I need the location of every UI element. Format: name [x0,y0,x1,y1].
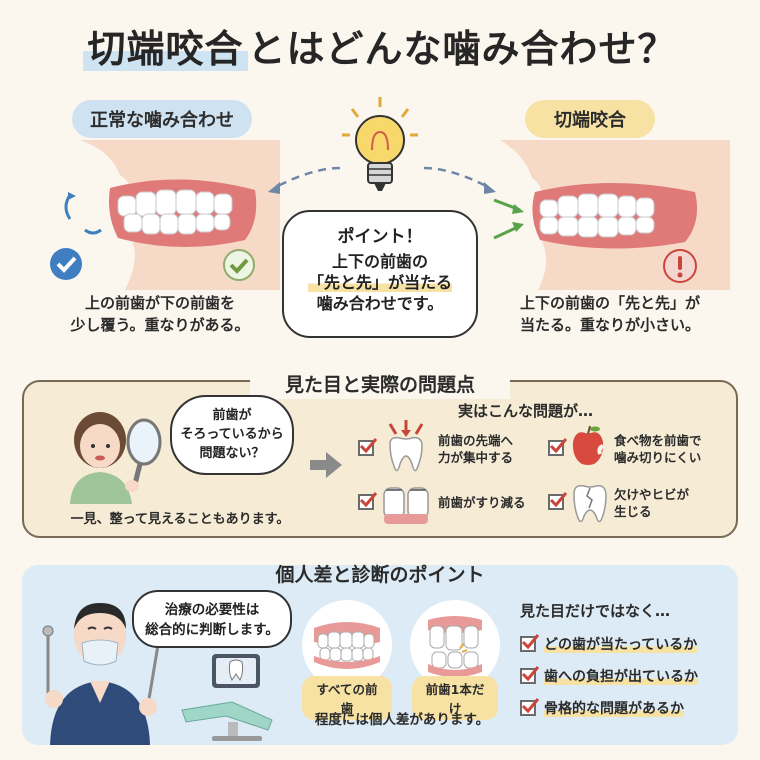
problem-1-line-1: 前歯の先端へ [438,433,514,448]
degree-note: 程度には個人差があります。 [314,712,490,728]
problems-caption: 一見、整って見えることもあります。 [70,512,290,527]
problem-check-4 [548,492,568,510]
problem-4-line-2: 生じる [614,504,652,519]
edge-caption: 上下の前歯の「先と先」が 当たる。重なりが小さい。 [490,292,730,336]
cracked-tooth-icon [573,484,607,523]
speech-line-1: 治療の必要性は [164,602,260,618]
woman-mirror-illustration [70,412,162,504]
check-circle-icon-green [223,249,255,281]
problem-item-2: 食べ物を前歯で 噛み切りにくい [614,432,730,466]
check-circle-icon-blue [50,248,82,280]
one-front-tooth-illustration [410,600,500,690]
worn-teeth-icon [383,487,429,524]
edge-caption-line-1: 上下の前歯の「先と先」が [519,294,700,312]
dashed-arrows [268,166,496,194]
diagnosis-item-1: どの歯が当たっているか [544,634,698,654]
diagnosis-list-heading: 見た目だけではなく… [520,602,671,620]
problem-1-line-2: 力が集中する [438,450,514,465]
all-front-teeth-illustration [302,600,392,690]
diagnosis-item-3: 骨格的な問題があるか [544,698,684,718]
diagnosis-item-2-text: 歯への負担が出ているか [544,669,698,685]
problem-item-4: 欠けやヒビが 生じる [614,486,730,520]
problem-4-line-1: 欠けやヒビが [614,487,690,502]
problems-heading: 見た目と実際の問題点 [250,368,510,399]
dental-chair-illustration [181,654,273,741]
point-bubble: ポイント！ 上下の前歯の 「先と先」が当たる 噛み合わせです。 [282,210,478,338]
edge-label: 切端咬合 [525,100,655,138]
diagnosis-check-2 [520,666,540,684]
tag-one-front-tooth: 前歯1本だけ [412,676,498,720]
diagnosis-check-1 [520,634,540,652]
problem-2-line-2: 噛み切りにくい [614,450,702,465]
point-line-1: 上下の前歯の [331,252,428,271]
point-line-3: 噛み合わせです。 [316,294,444,313]
right-arrow-icon [310,452,342,478]
apple-icon [572,425,604,465]
tooth-stress-icon [388,420,424,472]
point-heading: ポイント！ [337,227,423,247]
point-line-2: 「先と先」が当たる [307,273,452,292]
thought-line-1: 前歯が [212,408,252,423]
normal-caption-line-1: 上の前歯が下の前歯を [84,294,235,312]
diagnosis-check-3 [520,698,540,716]
warning-icon [663,249,697,283]
thought-bubble: 前歯が そろっているから 問題ない？ [170,395,294,475]
problem-item-3: 前歯がすり減る [438,495,526,510]
problems-intro: 実はこんな問題が… [458,402,594,420]
diagnosis-item-2: 歯への負担が出ているか [544,666,698,686]
thought-line-2: そろっているから [180,427,284,442]
problem-item-1: 前歯の先端へ 力が集中する [438,432,548,466]
thought-line-3: 問題ない？ [199,446,265,461]
speech-line-2: 総合的に判断します。 [145,622,279,638]
diagnosis-item-1-text: どの歯が当たっているか [544,637,698,653]
problem-check-1 [358,438,378,456]
dentist-speech-bubble: 治療の必要性は 総合的に判断します。 [132,590,292,648]
page-title: 切端咬合とはどんな噛み合わせ？ [0,18,760,73]
tag-all-front-teeth: すべての前歯 [302,676,392,720]
problem-check-3 [358,492,378,510]
diagnosis-heading: 個人差と診断のポイント [275,564,485,586]
normal-caption: 上の前歯が下の前歯を 少し覆う。重なりがある。 [40,292,280,336]
title-highlight: 切端咬合 [83,27,248,71]
problem-check-2 [548,438,568,456]
light-bulb-icon [342,97,418,191]
problem-2-line-1: 食べ物を前歯で [614,433,702,448]
normal-label: 正常な噛み合わせ [72,100,252,138]
title-rest: とはどんな噛み合わせ？ [247,27,677,71]
diagnosis-item-3-text: 骨格的な問題があるか [544,701,684,717]
edge-caption-line-2: 当たる。重なりが小さい。 [519,316,700,334]
normal-caption-line-2: 少し覆う。重なりがある。 [70,316,250,334]
dentist-illustration [42,603,160,745]
